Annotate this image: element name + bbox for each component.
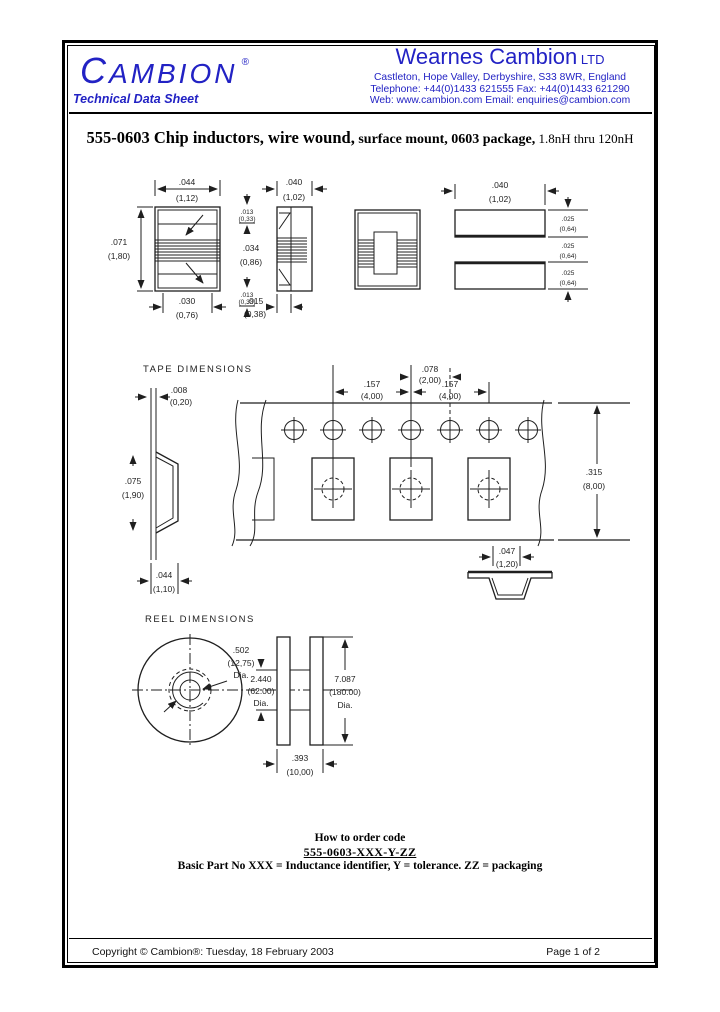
dim-label: (0,76) bbox=[176, 310, 198, 320]
dim-label: (0,64) bbox=[560, 253, 577, 260]
dim-label: (8,00) bbox=[583, 481, 605, 491]
dim-label: .075 bbox=[125, 476, 142, 486]
dim-label: (10,00) bbox=[287, 767, 314, 777]
dim-label: .034 bbox=[243, 243, 260, 253]
dim-label: .315 bbox=[586, 467, 603, 477]
front-view-drawing: .044 (1,12) .071 (1,80) .030 (0,76) .013… bbox=[108, 177, 262, 320]
dim-label: (0,86) bbox=[240, 257, 262, 267]
dim-label: Dia. bbox=[253, 698, 268, 708]
dim-label: 2.440 bbox=[250, 674, 272, 684]
order-description: Basic Part No XXX = Inductance identifie… bbox=[177, 860, 543, 872]
dim-label: (1,90) bbox=[122, 490, 144, 500]
company-address: Castleton, Hope Valley, Derbyshire, S33 … bbox=[373, 72, 627, 83]
logo-rest: AMBION bbox=[109, 58, 238, 89]
page-border-inner bbox=[67, 45, 655, 963]
dim-label: .040 bbox=[286, 177, 303, 187]
dim-label: .393 bbox=[292, 753, 309, 763]
dim-label: Dia. bbox=[233, 670, 248, 680]
order-code: 555-0603-XXX-Y-ZZ bbox=[303, 845, 417, 859]
dim-label: (62.00) bbox=[248, 686, 275, 696]
dim-label: .030 bbox=[179, 296, 196, 306]
dim-label: (0,20) bbox=[170, 397, 192, 407]
cambion-logo: CAMBION® bbox=[80, 50, 249, 92]
order-code-block: How to order code 555-0603-XXX-Y-ZZ Basi… bbox=[70, 831, 650, 873]
dim-label: (4,00) bbox=[439, 391, 461, 401]
copyright-text: Copyright © Cambion®: Tuesday, 18 Februa… bbox=[92, 946, 334, 958]
dim-label: .040 bbox=[492, 180, 509, 190]
company-letterhead: Wearnes Cambion LTD Castleton, Hope Vall… bbox=[348, 45, 652, 107]
tape-dimensions-drawing: TAPE DIMENSIONS .008 (0,20) .075 (1,90) … bbox=[122, 364, 630, 600]
header-separator bbox=[69, 112, 652, 114]
dim-label: (180.00) bbox=[329, 687, 361, 697]
dim-label: 7.087 bbox=[334, 674, 356, 684]
registered-mark: ® bbox=[241, 57, 249, 68]
document-title: 555-0603 Chip inductors, wire wound, sur… bbox=[86, 128, 634, 147]
dim-label: .008 bbox=[171, 385, 188, 395]
dim-label: (2,00) bbox=[419, 375, 441, 385]
side-view-drawing: .040 (1,02) .015 (0,38) bbox=[244, 177, 327, 319]
land-pattern-drawing: .040 (1,02) .025 (0,64) .025 (0,64) .025… bbox=[441, 180, 588, 302]
company-name: Wearnes Cambion LTD bbox=[395, 44, 605, 69]
company-web-email: Web: www.cambion.com Email: enquiries@ca… bbox=[369, 95, 631, 106]
dim-label: .013 bbox=[241, 209, 254, 216]
dim-label: (1,12) bbox=[176, 193, 198, 203]
dim-label: (1,02) bbox=[283, 192, 305, 202]
logo-initial: C bbox=[80, 50, 109, 91]
dim-label: .044 bbox=[156, 570, 173, 580]
dim-label: .157 bbox=[442, 379, 459, 389]
dim-label: .502 bbox=[233, 645, 250, 655]
company-phone-fax: Telephone: +44(0)1433 621555 Fax: +44(0)… bbox=[370, 83, 630, 95]
dim-label: .044 bbox=[179, 177, 196, 187]
dim-label: .071 bbox=[111, 237, 128, 247]
tape-dimensions-label: TAPE DIMENSIONS bbox=[143, 364, 252, 375]
dim-label: (1,10) bbox=[153, 584, 175, 594]
footer-separator bbox=[69, 938, 652, 939]
dim-label: .025 bbox=[562, 243, 575, 250]
dim-label: (0,33) bbox=[239, 299, 256, 306]
dim-label: .013 bbox=[241, 292, 254, 299]
tape-pockets bbox=[311, 457, 511, 521]
dim-label: (1,80) bbox=[108, 251, 130, 261]
page-border-outer bbox=[62, 40, 658, 968]
dim-label: (1,02) bbox=[489, 194, 511, 204]
dim-label: .157 bbox=[364, 379, 381, 389]
dim-label: (12,75) bbox=[228, 658, 255, 668]
page-number: Page 1 of 2 bbox=[546, 946, 600, 958]
dim-label: (0,38) bbox=[244, 309, 266, 319]
dim-label: .025 bbox=[562, 270, 575, 277]
reel-dimensions-drawing: REEL DIMENSIONS .502 (12,75) Dia. 2.440 … bbox=[132, 614, 361, 777]
dim-label: .078 bbox=[422, 364, 439, 374]
order-heading: How to order code bbox=[314, 832, 406, 844]
dim-label: (0,64) bbox=[560, 226, 577, 233]
dim-label: .025 bbox=[562, 216, 575, 223]
reel-dimensions-label: REEL DIMENSIONS bbox=[145, 614, 255, 625]
dim-label: (0,64) bbox=[560, 280, 577, 287]
dim-label: (4,00) bbox=[361, 391, 383, 401]
dim-label: .047 bbox=[499, 546, 516, 556]
dim-label: .015 bbox=[247, 296, 264, 306]
dim-label: (0,33) bbox=[239, 216, 256, 223]
winding-lines bbox=[155, 239, 220, 262]
technical-data-sheet-label: Technical Data Sheet bbox=[73, 92, 199, 106]
dim-label: (1,20) bbox=[496, 559, 518, 569]
winding-lines bbox=[277, 237, 307, 263]
top-view-drawing bbox=[354, 209, 421, 290]
dim-label: Dia. bbox=[337, 700, 352, 710]
